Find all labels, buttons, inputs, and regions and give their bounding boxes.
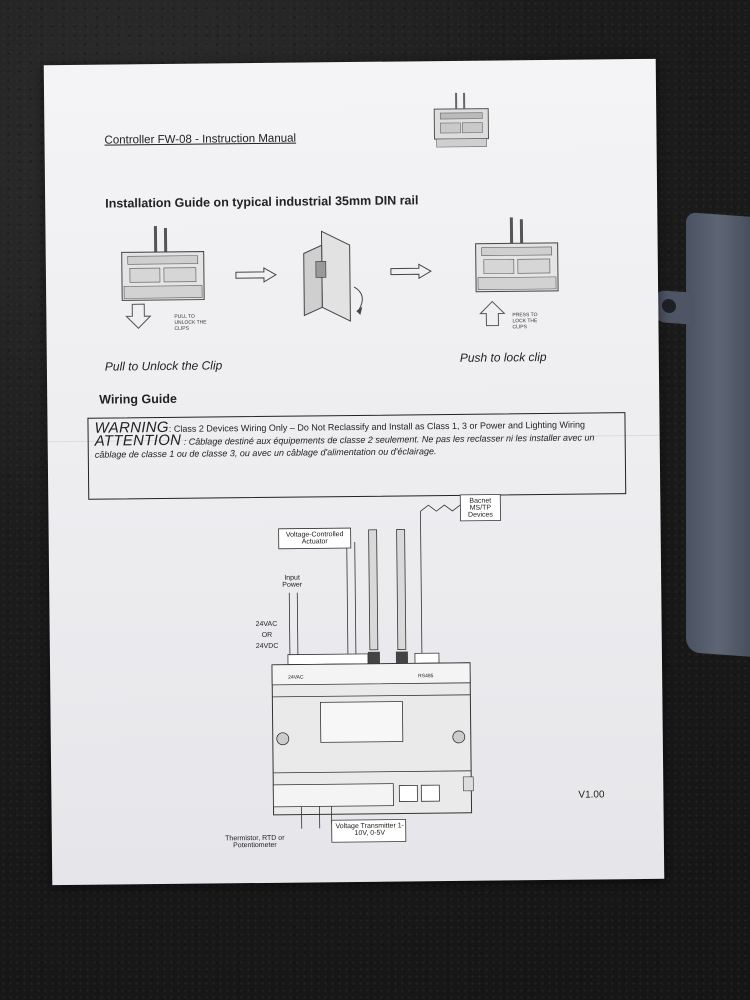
wiring-diagram xyxy=(271,494,501,843)
unlock-note: PULL TO UNLOCK THE CLIPS xyxy=(174,313,207,332)
input-power-label: Input Power xyxy=(282,574,303,589)
install-section-heading: Installation Guide on typical industrial… xyxy=(105,193,419,211)
device-lock-illustration xyxy=(475,217,559,327)
power-or-label: OR xyxy=(261,631,273,639)
terminal-24vac-label: 24VAC xyxy=(288,674,304,681)
terminal-rs485-label: RS485 xyxy=(418,673,434,680)
unlock-caption: Pull to Unlock the Clip xyxy=(104,358,223,374)
thermistor-label: Thermistor, RTD or Potentiometer xyxy=(225,834,285,850)
voltage-transmitter-label: Voltage Transmitter 1-10V, 0-5V xyxy=(335,822,404,838)
lock-note: PRESS TO LOCK THE CLIPS xyxy=(512,312,538,331)
step-arrow-icon xyxy=(390,263,432,280)
wiring-section-heading: Wiring Guide xyxy=(99,391,177,407)
attention-word: ATTENTION xyxy=(94,431,182,450)
controller-housing-photo xyxy=(652,212,750,658)
manual-title: Controller FW-08 - Instruction Manual xyxy=(104,132,297,147)
bacnet-label: Bacnet MS/TP Devices xyxy=(467,497,493,519)
din-rail-side-illustration xyxy=(303,230,363,322)
version-label: V1.00 xyxy=(578,789,605,801)
warning-box: WARNING: Class 2 Devices Wiring Only – D… xyxy=(87,412,627,500)
step-arrow-icon xyxy=(235,267,277,283)
actuator-label: Voltage-Controlled Actuator xyxy=(285,531,344,546)
power-24vdc-label: 24VDC xyxy=(255,642,279,651)
housing-mount-hole xyxy=(662,298,676,314)
device-thumbnail-icon xyxy=(433,92,490,148)
power-24vac-label: 24VAC xyxy=(255,620,278,629)
warning-text: : Class 2 Devices Wiring Only – Do Not R… xyxy=(168,419,586,434)
device-unlock-illustration xyxy=(121,226,205,329)
instruction-sheet: Controller FW-08 - Instruction Manual In… xyxy=(43,58,665,886)
lock-caption: Push to lock clip xyxy=(459,349,547,365)
